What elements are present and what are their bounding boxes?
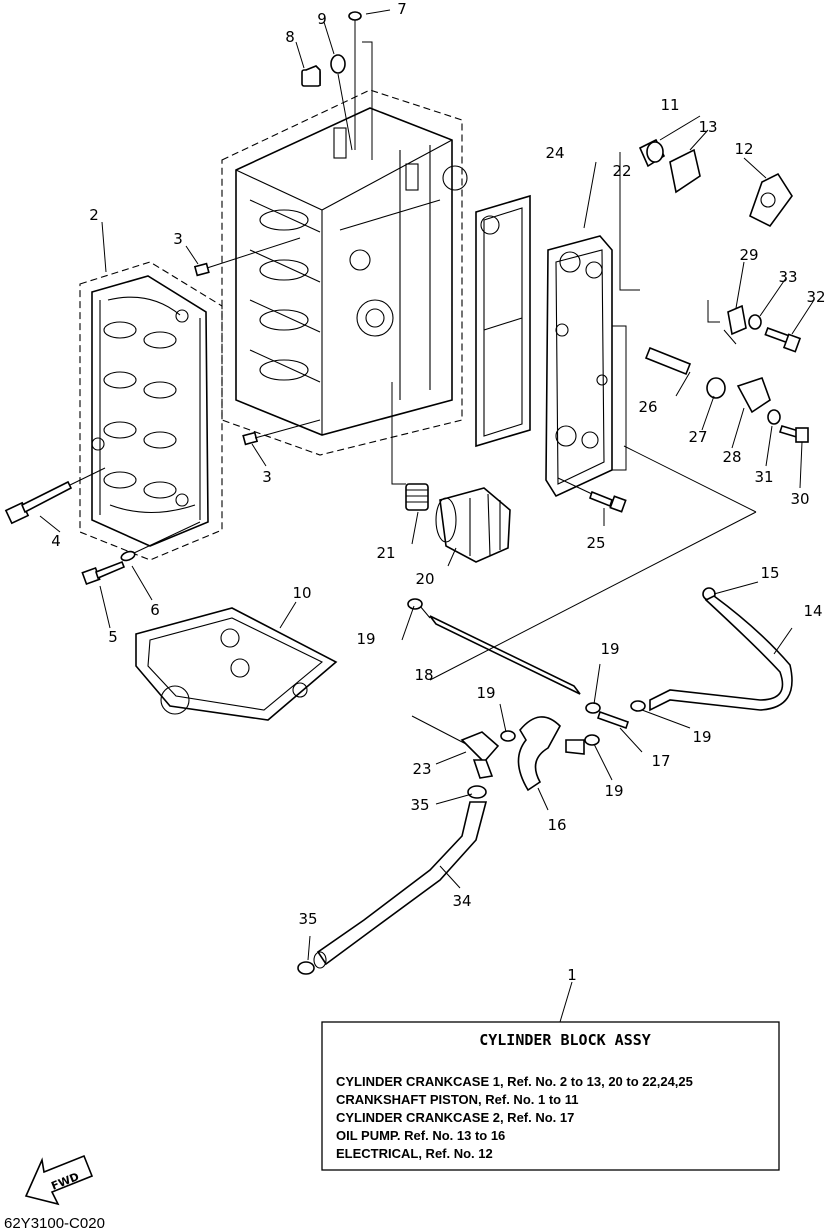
callout-13: 13 [698, 118, 717, 136]
leader-lines [39, 9, 815, 961]
callout-23: 23 [412, 760, 431, 778]
assembly-box [321, 981, 780, 1171]
callout-30: 30 [790, 490, 809, 508]
callout-19: 19 [604, 782, 623, 800]
hose-fitting-part [596, 710, 630, 730]
callout-19: 19 [692, 728, 711, 746]
callout-14: 14 [803, 602, 822, 620]
drain-hose-part [297, 785, 488, 975]
group-bracket [611, 296, 627, 471]
callout-28: 28 [722, 448, 741, 466]
callout-9: 9 [317, 10, 327, 28]
sensor-part [707, 300, 802, 353]
callout-6: 6 [150, 601, 160, 619]
callout-31: 31 [754, 468, 773, 486]
assembly-line: CRANKSHAFT PISTON, Ref. No. 1 to 11 [336, 1092, 578, 1107]
callout-11: 11 [660, 96, 679, 114]
diagram-code: 62Y3100-C020 [4, 1215, 105, 1232]
callout-12: 12 [734, 140, 753, 158]
hose-clamp-part [407, 598, 646, 746]
callout-5: 5 [108, 628, 118, 646]
callout-35: 35 [410, 796, 429, 814]
callout-4: 4 [51, 532, 61, 550]
callout-7: 7 [397, 0, 407, 18]
callout-21: 21 [376, 544, 395, 562]
assembly-line: CYLINDER CRANKCASE 1, Ref. No. 2 to 13, … [336, 1074, 693, 1089]
callout-34: 34 [452, 892, 471, 910]
callout-24: 24 [545, 144, 564, 162]
assembly-title: CYLINDER BLOCK ASSY [479, 1031, 651, 1049]
exhaust-bolt-part [557, 477, 627, 513]
callout-26: 26 [638, 398, 657, 416]
callout-35: 35 [298, 910, 317, 928]
bolt-part [4, 467, 201, 586]
fwd-arrow-icon: FWD [24, 1154, 94, 1206]
callout-2: 2 [89, 206, 99, 224]
exhaust-cover-gasket-part [475, 194, 531, 448]
callout-17: 17 [651, 752, 670, 770]
callout-32: 32 [806, 288, 825, 306]
callout-16: 16 [547, 816, 566, 834]
gasket-part [135, 607, 338, 721]
callout-3: 3 [173, 230, 183, 248]
callout-33: 33 [778, 268, 797, 286]
cylinder-head-cover-part [79, 261, 223, 561]
assembly-box-text: CYLINDER BLOCK ASSY CYLINDER CRANKCASE 1… [336, 1031, 693, 1161]
callout-19: 19 [476, 684, 495, 702]
callout-19: 19 [356, 630, 375, 648]
assembly-line: OIL PUMP. Ref. No. 13 to 16 [336, 1128, 505, 1143]
drain-plug-part [301, 11, 373, 160]
assembly-line: CYLINDER CRANKCASE 2, Ref. No. 17 [336, 1110, 574, 1125]
cylinder-block-part [221, 89, 468, 456]
callout-3: 3 [262, 468, 272, 486]
dowel-pin-part [193, 237, 321, 446]
callout-1: 1 [567, 966, 577, 984]
callout-8: 8 [285, 28, 295, 46]
callout-19: 19 [600, 640, 619, 658]
callout-27: 27 [688, 428, 707, 446]
oil-filter-part [391, 382, 511, 563]
exhaust-cover-part [545, 235, 613, 498]
thermostat-part [619, 138, 793, 291]
callout-10: 10 [292, 584, 311, 602]
callout-20: 20 [415, 570, 434, 588]
callout-29: 29 [739, 246, 758, 264]
callout-labels: 1 2 3 3 4 5 6 7 8 9 10 11 12 13 14 15 16… [51, 0, 825, 984]
joint-part [460, 716, 585, 792]
pressure-valve-part [644, 346, 809, 443]
oil-hose-part [419, 587, 793, 712]
callout-18: 18 [414, 666, 433, 684]
callout-15: 15 [760, 564, 779, 582]
callout-22: 22 [612, 162, 631, 180]
callout-25: 25 [586, 534, 605, 552]
assembly-line: ELECTRICAL, Ref. No. 12 [336, 1146, 493, 1161]
